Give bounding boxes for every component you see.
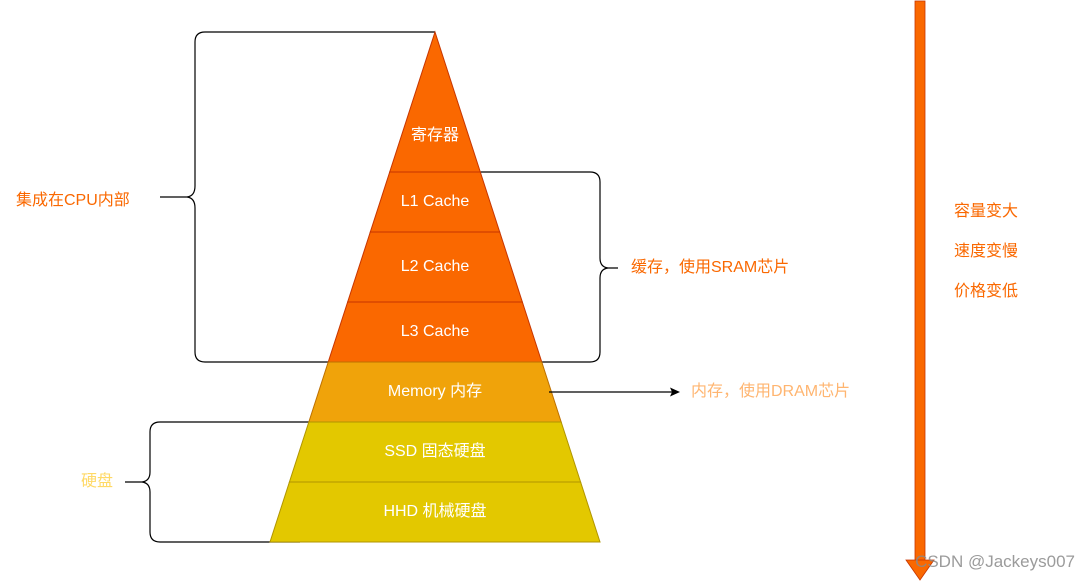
layer-register-label: 寄存器 <box>411 126 459 144</box>
trend-arrow-head <box>905 559 935 581</box>
disk-label: 硬盘 <box>81 471 113 490</box>
layer-ssd-label: SSD 固态硬盘 <box>384 441 485 460</box>
layer-l2-cache-label: L2 Cache <box>401 258 470 275</box>
layer-l1-cache-label: L1 Cache <box>401 193 470 210</box>
layer-hdd-label: HHD 机械硬盘 <box>383 501 486 520</box>
disk-bracket <box>125 421 309 543</box>
memory-dram-label: 内存，使用DRAM芯片 <box>691 382 850 400</box>
layer-hdd <box>269 481 601 543</box>
trend-speed-label: 速度变慢 <box>954 242 1018 260</box>
cpu-internal-label: 集成在CPU内部 <box>16 191 130 209</box>
layer-l3-cache-label: L3 Cache <box>401 323 470 340</box>
trend-price-label: 价格变低 <box>954 282 1018 300</box>
memory-arrow-head <box>670 387 680 397</box>
layer-memory-label: Memory 内存 <box>388 382 482 400</box>
trend-capacity-label: 容量变大 <box>954 202 1018 220</box>
cache-sram-label: 缓存，使用SRAM芯片 <box>631 258 789 276</box>
trend-arrow-shaft <box>914 0 926 562</box>
watermark: CSDN @Jackeys007 <box>915 552 1075 571</box>
cache-bracket <box>480 171 618 363</box>
cpu-internal-bracket <box>160 31 540 363</box>
layer-register <box>389 30 481 173</box>
